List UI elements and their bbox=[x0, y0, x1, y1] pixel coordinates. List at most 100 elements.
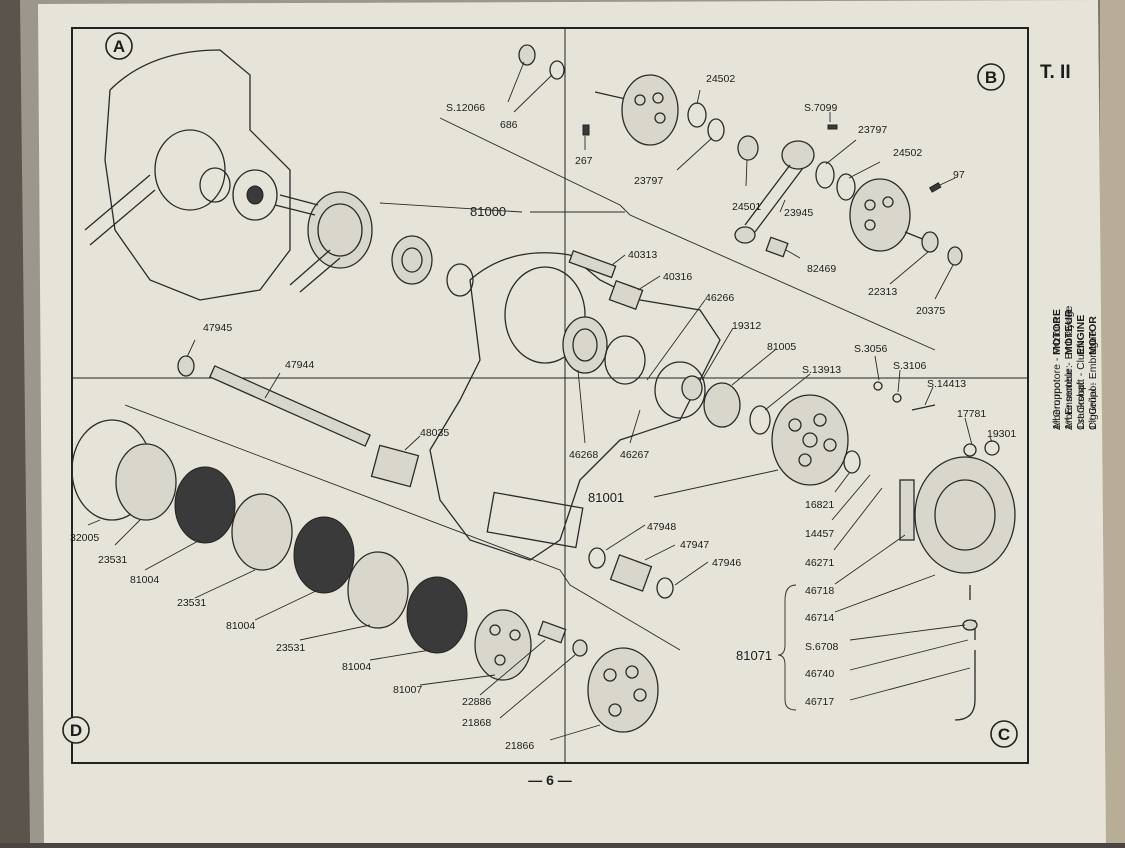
quadrant-marker-c: C bbox=[990, 720, 1018, 748]
part-label: 46266 bbox=[705, 292, 734, 304]
bushing-82469-drawing bbox=[765, 236, 789, 258]
part-label: 23797 bbox=[634, 175, 663, 187]
part-label: 81004 bbox=[342, 661, 371, 673]
lever-46718-drawing bbox=[899, 479, 915, 541]
part-label: 46718 bbox=[805, 585, 834, 597]
legend-es-desc: Cigüeñal - Embrague bbox=[1087, 331, 1099, 430]
legend-fr-prefix: 1ᵉʳ Ensemble: bbox=[1063, 365, 1075, 430]
part-label: 47944 bbox=[285, 359, 314, 371]
part-label: 47948 bbox=[647, 521, 676, 533]
washer-16821-drawing bbox=[843, 450, 861, 474]
spring-22886-drawing bbox=[537, 620, 567, 644]
crank-web-right-drawing bbox=[849, 178, 926, 252]
plate-81004b-drawing bbox=[293, 516, 355, 594]
legend-row-en: 1st Group: ENGINE bbox=[1075, 315, 1087, 430]
legend-fr-desc: Arbre moteur - Embrayage bbox=[1063, 306, 1075, 430]
washer-47945-drawing bbox=[177, 355, 195, 377]
boundary-line-lower bbox=[124, 404, 681, 651]
boundary-line-upper bbox=[439, 117, 936, 351]
part-label: 46740 bbox=[805, 668, 834, 680]
part-label: 686 bbox=[500, 119, 518, 131]
part-label: 81001 bbox=[588, 490, 624, 505]
part-label: 23531 bbox=[98, 554, 127, 566]
screw-s14413-drawing bbox=[911, 404, 936, 411]
part-label: 46714 bbox=[805, 612, 834, 624]
bearing-22313-drawing bbox=[921, 231, 939, 253]
quadrant-b-label: B bbox=[985, 68, 997, 87]
legend-es-prefix: 1ᵉʳ Grupo: bbox=[1087, 383, 1099, 430]
quadrant-a-label: A bbox=[113, 37, 125, 56]
part-label: 81004 bbox=[226, 620, 255, 632]
quadrant-marker-b: B bbox=[977, 63, 1005, 91]
washer-s3106-drawing bbox=[892, 393, 902, 403]
bushing-40316-drawing bbox=[608, 279, 644, 311]
part-label: 97 bbox=[953, 169, 965, 181]
part-label: 22313 bbox=[868, 286, 897, 298]
key-s7099-drawing bbox=[827, 124, 838, 130]
part-label: S.3056 bbox=[854, 343, 887, 355]
nut-20375-drawing bbox=[947, 246, 963, 266]
part-label: S.3106 bbox=[893, 360, 926, 372]
leader-lines bbox=[87, 61, 993, 741]
gear-81005-drawing bbox=[703, 382, 741, 428]
diagram-frame bbox=[71, 27, 1029, 764]
legend-en-desc: Crankshaft - Clutch bbox=[1075, 340, 1087, 430]
part-label: 16821 bbox=[805, 499, 834, 511]
legend-fr-value: MOTEUR bbox=[1063, 309, 1075, 355]
plate-23531a-drawing bbox=[115, 443, 177, 521]
part-label: 40313 bbox=[628, 249, 657, 261]
part-label: S.13913 bbox=[802, 364, 841, 376]
clutch-housing-21866-drawing bbox=[587, 647, 659, 733]
part-label: 22886 bbox=[462, 696, 491, 708]
legend-en-value: ENGINE bbox=[1075, 315, 1087, 355]
legend-row-it: 1ᵒ Gruppo: MOTORE bbox=[1051, 309, 1063, 430]
part-label: 20375 bbox=[916, 305, 945, 317]
part-label: 14457 bbox=[805, 528, 834, 540]
clutch-cover-drawing bbox=[914, 440, 1016, 574]
sheet-label: T. II bbox=[1040, 62, 1071, 83]
quadrant-marker-a: A bbox=[105, 32, 133, 60]
ring-s13913-drawing bbox=[749, 405, 771, 435]
legend-it-prefix: 1ᵒ Gruppo: bbox=[1051, 379, 1063, 430]
group-bracket-81071 bbox=[777, 584, 797, 711]
plate-81004a-drawing bbox=[174, 466, 236, 544]
washer-47946-drawing bbox=[656, 577, 674, 599]
legend-it-desc: Albero motore - Frizione bbox=[1051, 317, 1063, 430]
part-label: 23797 bbox=[858, 124, 887, 136]
part-label: S.6708 bbox=[805, 641, 838, 653]
part-label: 47947 bbox=[680, 539, 709, 551]
crank-web-left-drawing bbox=[594, 74, 679, 146]
part-label: 24502 bbox=[706, 73, 735, 85]
part-label: 19312 bbox=[732, 320, 761, 332]
part-label: 81007 bbox=[393, 684, 422, 696]
part-label: 40316 bbox=[663, 271, 692, 283]
shaft-47944-drawing bbox=[209, 365, 371, 447]
quadrant-d-label: D bbox=[70, 721, 82, 740]
bushing-47947-drawing bbox=[609, 554, 653, 592]
part-label: 21868 bbox=[462, 717, 491, 729]
part-label: 32005 bbox=[70, 532, 99, 544]
connecting-rod-drawing bbox=[734, 140, 815, 244]
part-label: 81071 bbox=[736, 648, 772, 663]
part-label: 17781 bbox=[957, 408, 986, 420]
crankcase-half-drawing bbox=[84, 49, 291, 301]
part-label: 81000 bbox=[470, 204, 506, 219]
part-label: 46717 bbox=[805, 696, 834, 708]
part-label: 46267 bbox=[620, 449, 649, 461]
ring-23797b-drawing bbox=[815, 161, 835, 189]
pin-40313-drawing bbox=[568, 250, 617, 279]
part-label: 46271 bbox=[805, 557, 834, 569]
part-label: 19301 bbox=[987, 428, 1016, 440]
pin-267-drawing bbox=[582, 124, 590, 136]
legend-it-value: MOTORE bbox=[1051, 309, 1063, 355]
paper-sheet bbox=[38, 0, 1106, 843]
part-label: 267 bbox=[575, 155, 593, 167]
legend-en-prefix: 1st Group: bbox=[1075, 381, 1087, 430]
group-legend-desc: Albero motore - Frizione Arbre moteur - … bbox=[1051, 306, 1099, 430]
part-label: 24501 bbox=[732, 201, 761, 213]
plate-81004c-drawing bbox=[406, 576, 468, 654]
part-label: 23531 bbox=[276, 642, 305, 654]
nut-s12066-drawing bbox=[518, 44, 536, 66]
part-label: 23945 bbox=[784, 207, 813, 219]
